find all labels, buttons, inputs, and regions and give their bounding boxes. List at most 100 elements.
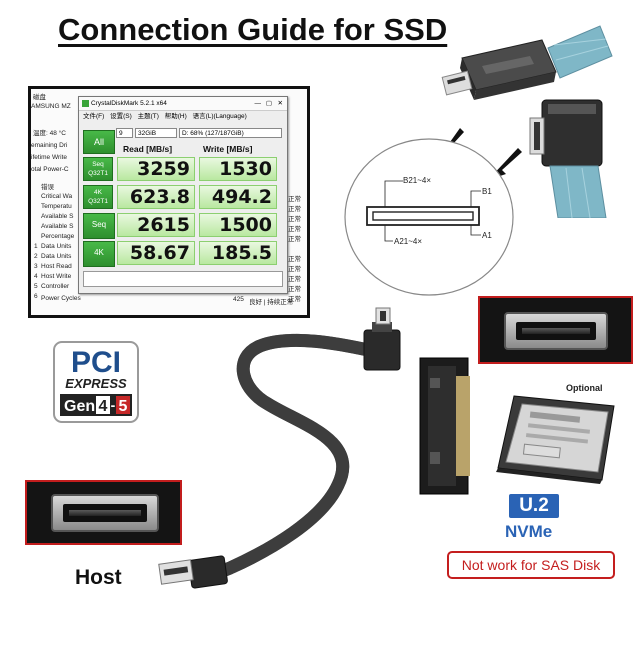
bg-status: 正常 bbox=[288, 236, 301, 243]
express-text: EXPRESS bbox=[65, 376, 127, 391]
label-a21: A21~4× bbox=[394, 237, 422, 246]
cable-illustration bbox=[158, 307, 401, 589]
bg-row-index: 3 bbox=[34, 263, 38, 270]
port-tongue bbox=[522, 328, 590, 334]
label-b1: B1 bbox=[482, 187, 492, 196]
bg-status: 正常 bbox=[288, 276, 301, 283]
straight-connector-icon bbox=[158, 555, 228, 589]
read-value: 58.67 bbox=[117, 241, 195, 265]
bg-lower-label: Available S bbox=[41, 213, 74, 220]
bg-left-label: otal Power-C bbox=[31, 166, 69, 173]
test-button-4k-q32t1[interactable]: 4K Q32T1 bbox=[83, 185, 113, 209]
bg-status: 正常 bbox=[288, 206, 301, 213]
bg-status: 正常 bbox=[288, 216, 301, 223]
gen-sep-text: - bbox=[111, 397, 116, 413]
ribbon-cable-icon bbox=[547, 25, 613, 79]
test-sublabel: Q32T1 bbox=[88, 170, 108, 177]
minimize-icon[interactable]: — bbox=[254, 100, 262, 107]
host-port-photo bbox=[25, 480, 182, 545]
bg-status: 正常 bbox=[288, 226, 301, 233]
menu-bar: 文件(F) 设置(S) 主题(T) 帮助(H) 语言(L)(Language) bbox=[79, 111, 287, 122]
braided-cable-icon bbox=[213, 333, 375, 579]
test-button-seq-q32t1[interactable]: Seq Q32T1 bbox=[83, 157, 113, 181]
bg-left-label: emaining Dri bbox=[31, 142, 68, 149]
bg-status: 正常 bbox=[288, 296, 301, 303]
test-label: 4K bbox=[94, 248, 104, 257]
write-value: 1530 bbox=[199, 157, 277, 181]
label-a1: A1 bbox=[482, 231, 492, 240]
bg-lower-label: Percentage bbox=[41, 233, 75, 240]
write-value: 1500 bbox=[199, 213, 277, 237]
page-title: Connection Guide for SSD bbox=[58, 12, 448, 47]
device-port-photo bbox=[478, 296, 633, 364]
bg-header: 磁盘 bbox=[33, 94, 46, 101]
test-label: 4K bbox=[94, 189, 102, 196]
app-icon bbox=[82, 100, 89, 107]
menu-help[interactable]: 帮助(H) bbox=[164, 113, 187, 120]
bg-lower-label: Data Units bbox=[41, 253, 72, 260]
bg-left-label: ifetime Write bbox=[31, 154, 67, 161]
gen-text: Gen bbox=[64, 398, 95, 415]
bg-lower-label: Available S bbox=[41, 223, 74, 230]
u2-badge: U.2 bbox=[509, 494, 559, 518]
bg-lower-label: Temperatu bbox=[41, 203, 72, 210]
window-title: CrystalDiskMark 5.2.1 x64 bbox=[91, 100, 167, 107]
crystaldiskmark-window: CrystalDiskMark 5.2.1 x64 — ▢ ✕ 文件(F) 设置… bbox=[78, 96, 288, 294]
test-label: Seq bbox=[92, 161, 104, 168]
pci-logo-graphic: PCI EXPRESS Gen 4 - 5 bbox=[53, 341, 139, 423]
bg-status: 正常 bbox=[288, 266, 301, 273]
pci-text: PCI bbox=[71, 346, 121, 379]
drive-select[interactable]: D: 68% (127/187GiB) bbox=[179, 128, 282, 138]
bg-status: 正常 bbox=[288, 256, 301, 263]
label-b21: B21~4× bbox=[403, 176, 431, 185]
test-label: Seq bbox=[91, 220, 107, 229]
menu-settings[interactable]: 设置(S) bbox=[110, 113, 132, 120]
size-select[interactable]: 32GiB bbox=[135, 128, 177, 138]
bg-lower-label: Power Cycles bbox=[41, 295, 81, 302]
straight-plug-icon bbox=[441, 39, 557, 100]
bg-lower-label: Critical Wa bbox=[41, 193, 73, 200]
gen-a-text: 4 bbox=[99, 398, 108, 415]
bg-footer-status: 良好 | 持续正常 bbox=[249, 299, 294, 306]
bg-lower-label: Host Read bbox=[41, 263, 72, 270]
sas-warning-note: Not work for SAS Disk bbox=[447, 551, 615, 579]
bg-section: 错误 bbox=[41, 184, 54, 191]
test-button-seq[interactable]: Seq bbox=[83, 213, 115, 239]
bg-status: 正常 bbox=[288, 286, 301, 293]
pci-express-logo: PCI EXPRESS Gen 4 - 5 bbox=[52, 340, 140, 424]
test-button-4k[interactable]: 4K bbox=[83, 241, 115, 267]
test-sublabel: Q32T1 bbox=[88, 198, 108, 205]
bg-drive-name: AMSUNG MZ bbox=[31, 103, 71, 110]
write-header: Write [MB/s] bbox=[203, 144, 253, 154]
read-header: Read [MB/s] bbox=[123, 144, 173, 154]
comment-field[interactable] bbox=[83, 271, 283, 287]
menu-file[interactable]: 文件(F) bbox=[83, 113, 105, 120]
bg-lower-label: Host Write bbox=[41, 273, 72, 280]
gen-b-text: 5 bbox=[119, 398, 128, 415]
pinout-diagram: B21~4× B1 A21~4× A1 bbox=[344, 138, 514, 296]
bg-row-index: 2 bbox=[34, 253, 38, 260]
read-value: 3259 bbox=[117, 157, 195, 181]
close-icon[interactable]: ✕ bbox=[277, 100, 283, 107]
bg-row-index: 6 bbox=[34, 293, 38, 300]
write-value: 185.5 bbox=[199, 241, 277, 265]
bg-lower-label: Controller bbox=[41, 283, 70, 290]
connector-illustration bbox=[430, 25, 613, 218]
bg-footer-value: 425 bbox=[233, 296, 244, 303]
adapter-board-icon bbox=[419, 357, 470, 495]
menu-language[interactable]: 语言(L)(Language) bbox=[192, 113, 247, 120]
maximize-icon[interactable]: ▢ bbox=[265, 100, 272, 107]
right-angle-plug-icon bbox=[529, 99, 607, 218]
menu-theme[interactable]: 主题(T) bbox=[137, 113, 159, 120]
slot-tongue bbox=[372, 211, 474, 221]
count-select[interactable]: 9 bbox=[116, 128, 133, 138]
all-button[interactable]: All bbox=[83, 130, 115, 154]
nvme-label: NVMe bbox=[505, 522, 553, 541]
write-value: 494.2 bbox=[199, 185, 277, 209]
bg-lower-label: Data Units bbox=[41, 243, 72, 250]
bg-row-index: 1 bbox=[34, 243, 38, 250]
optional-label: Optional bbox=[566, 383, 603, 393]
read-value: 623.8 bbox=[117, 185, 195, 209]
bg-temp: 温度: 48 °C bbox=[33, 130, 66, 137]
bg-status: 正常 bbox=[288, 196, 301, 203]
